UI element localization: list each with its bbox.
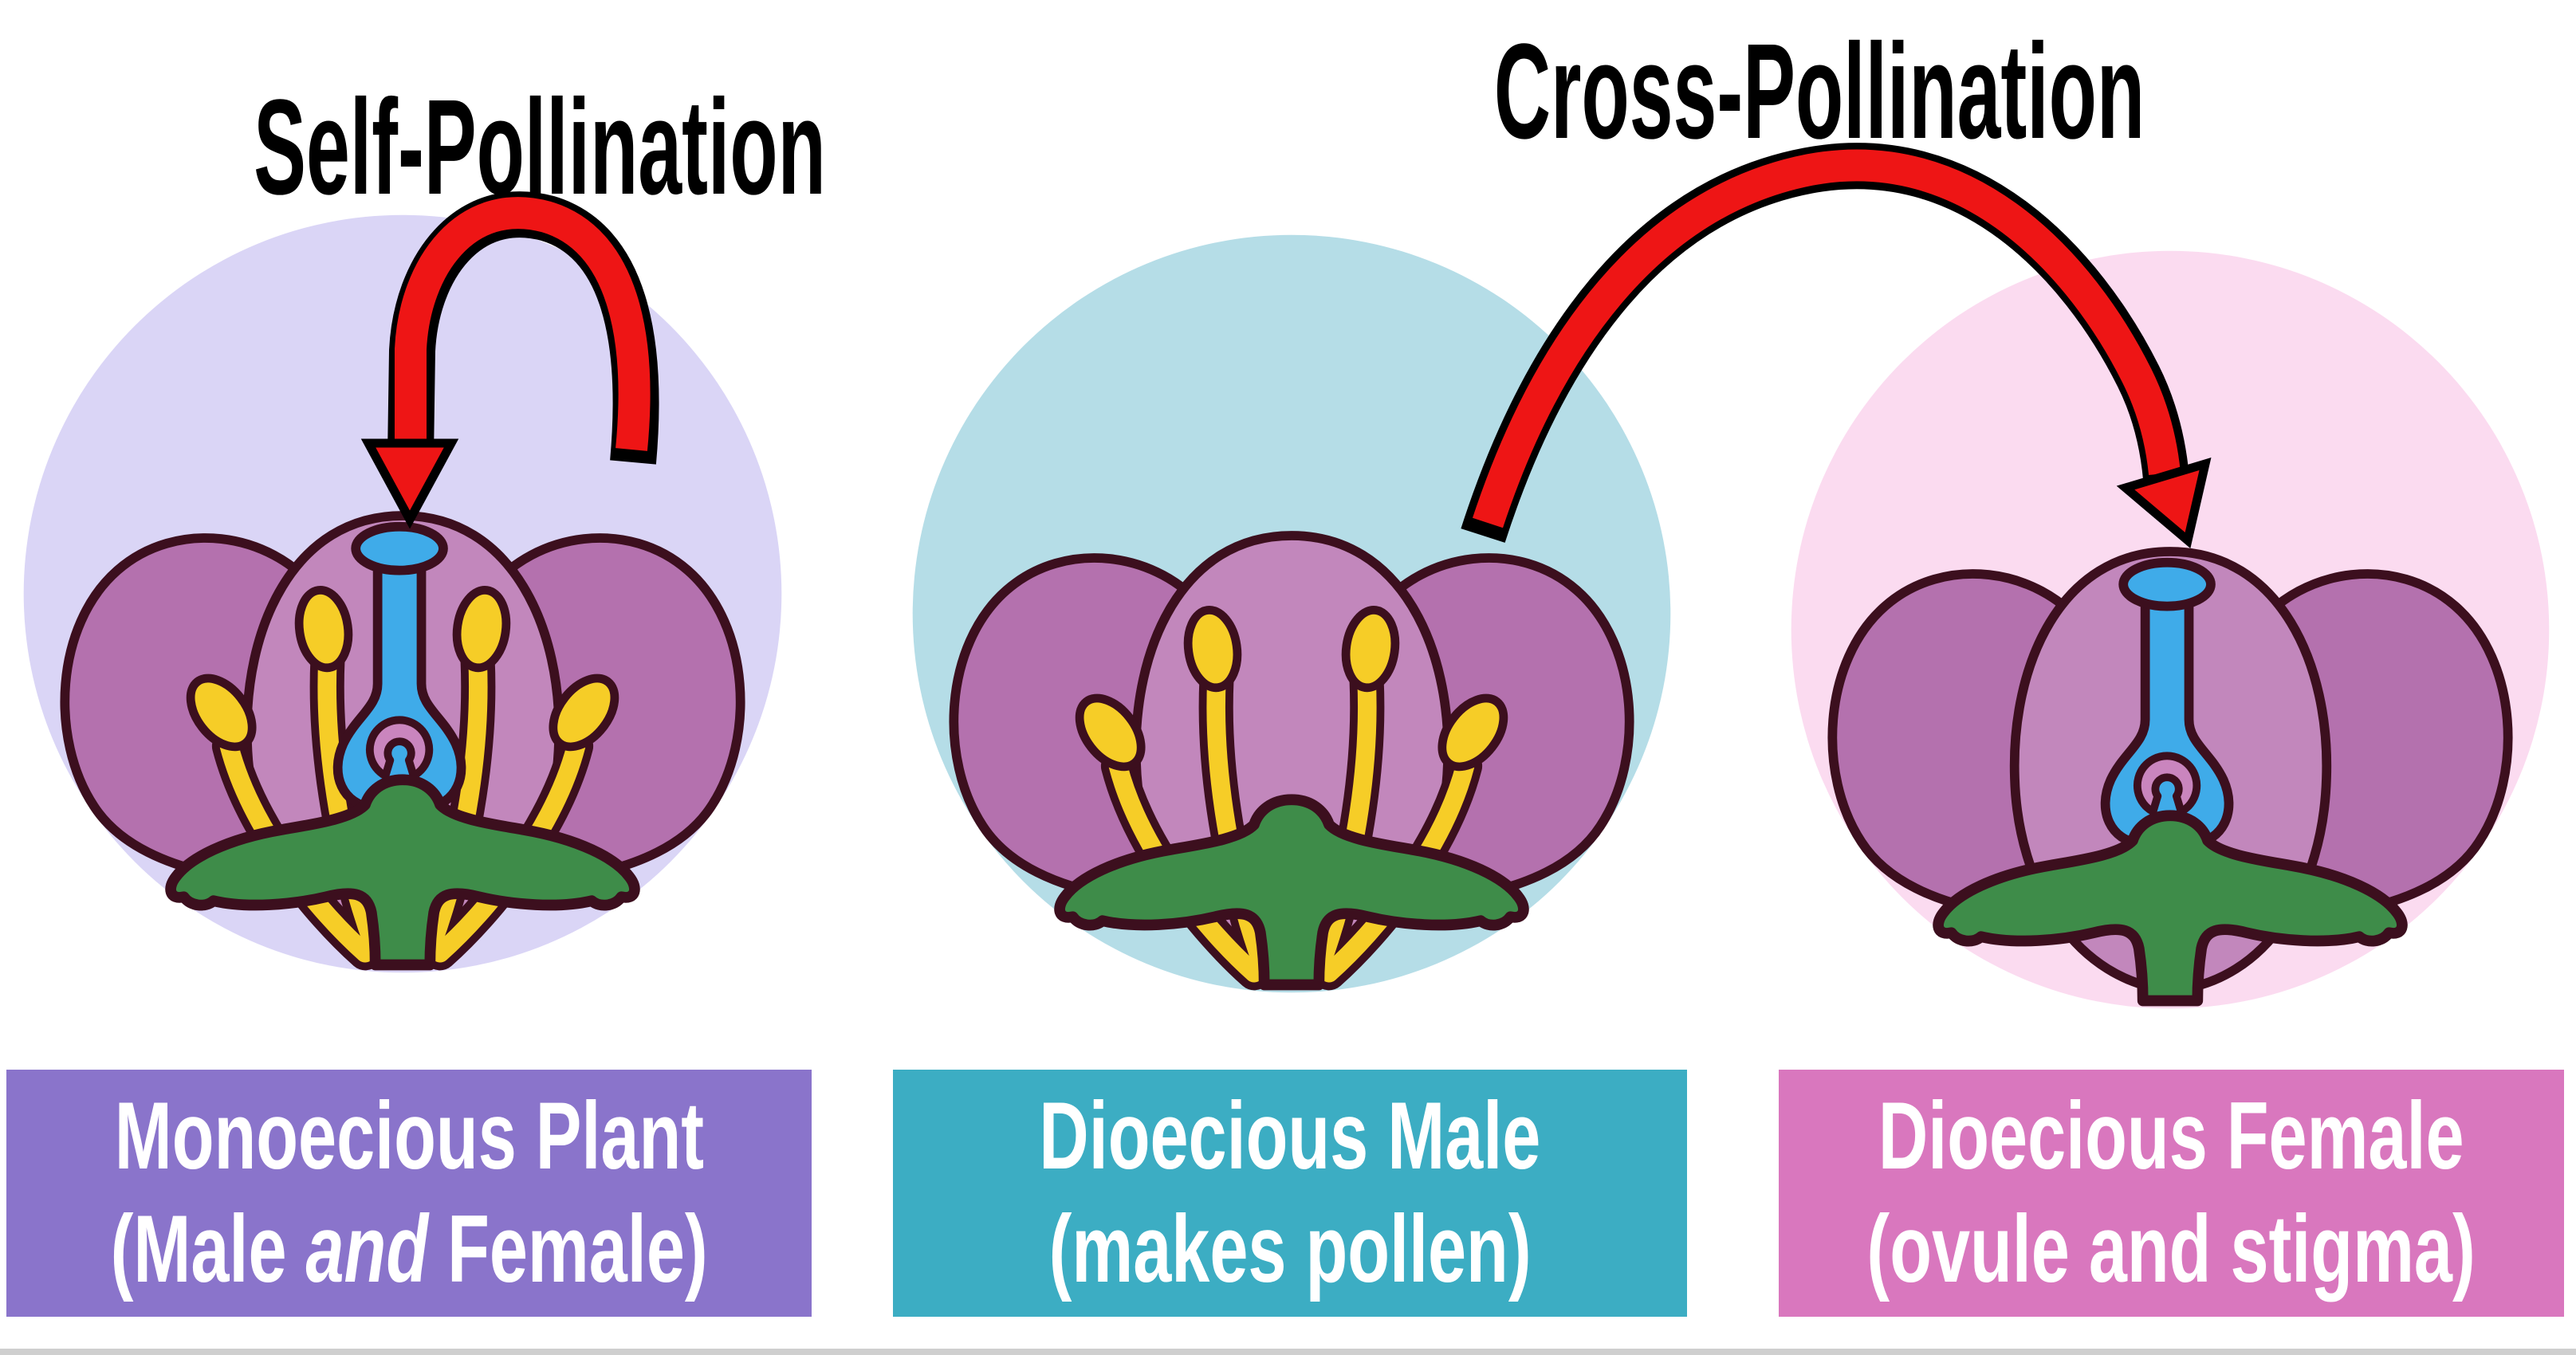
page-edge-divider (0, 1349, 2576, 1355)
panel-dioecious-male (901, 223, 1682, 1004)
female-line2: (ovule and stigma) (1866, 1196, 2476, 1302)
self-pollination-title: Self-Pollination (254, 72, 826, 223)
male-line2: (makes pollen) (1048, 1196, 1532, 1302)
monoecious-line1: Monoecious Plant (114, 1082, 704, 1190)
female-line1: Dioecious Female (1878, 1082, 2464, 1190)
male-line1: Dioecious Male (1039, 1082, 1541, 1190)
monoecious-line2: (Male and Female) (110, 1196, 708, 1302)
label-dioecious-female: Dioecious Female (ovule and stigma) (1779, 1070, 2564, 1317)
panel-dioecious-female (1780, 239, 2561, 1020)
cross-pollination-title: Cross-Pollination (1493, 16, 2145, 167)
label-monoecious-plant: Monoecious Plant (Male and Female) (6, 1070, 812, 1317)
panel-monoecious (12, 203, 793, 984)
label-dioecious-male: Dioecious Male (makes pollen) (893, 1070, 1687, 1317)
